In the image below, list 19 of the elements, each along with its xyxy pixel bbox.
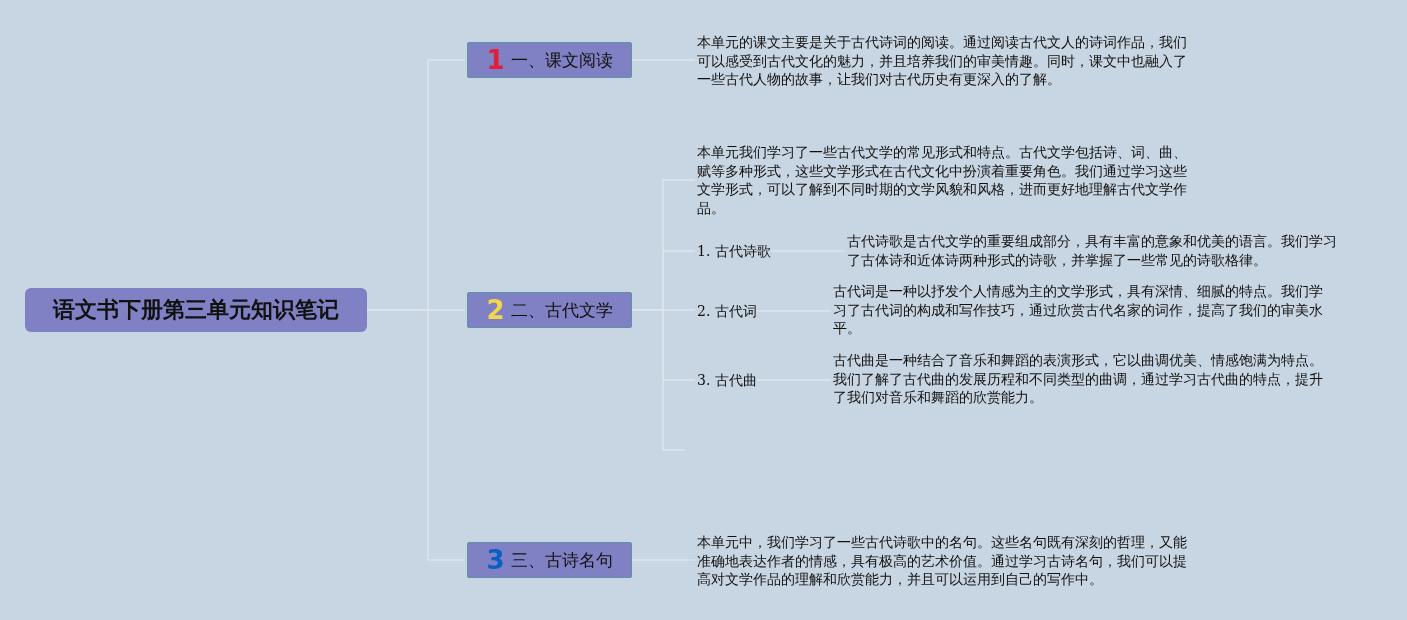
topic-box: [467, 42, 632, 78]
topic-box: [467, 542, 632, 578]
topic-label: 三、古诗名句: [510, 548, 613, 572]
note-text: 古代词是一种以抒发个人情感为主的文学形式，具有深情、细腻的特点。我们学习了古代词的构成和写作技巧，通过欣赏古代名家的词作，提高了我们的审美水平。: [833, 282, 1323, 338]
number-label: 3: [486, 545, 505, 575]
topic-box: [467, 292, 632, 328]
number-label: 2: [486, 295, 505, 325]
topic-label: 一、课文阅读: [510, 48, 613, 72]
subtopic-label: 2. 古代词: [697, 302, 757, 320]
subtopic-label: 3. 古代曲: [697, 371, 757, 389]
topic-label: 二、古代文学: [510, 298, 613, 322]
note-text: 本单元中，我们学习了一些古代诗歌中的名句。这些名句既有深刻的哲理，又能准确地表达作者的情感，具有极高的艺术价值。通过学习古诗名句，我们可以提高对文学作品的理解和欣赏能力，并且可以运用到自己的写作中。: [697, 533, 1192, 589]
note-text: 本单元我们学习了一些古代文学的常见形式和特点。古代文学包括诗、词、曲、赋等多种形式，这些文学形式在古代文化中扮演着重要角色。我们通过学习这些文学形式，可以了解到不同时期的文学风貌和风格，进而更好地理解古代文学作品。: [697, 143, 1192, 217]
note-text: 古代诗歌是古代文学的重要组成部分，具有丰富的意象和优美的语言。我们学习了古体诗和近体诗两种形式的诗歌，并掌握了一些常见的诗歌格律。: [847, 232, 1342, 269]
number-label: 1: [486, 45, 505, 75]
note-text: 本单元的课文主要是关于古代诗词的阅读。通过阅读古代文人的诗词作品，我们可以感受到古代文化的魅力，并且培养我们的审美情趣。同时，课文中也融入了一些古代人物的故事，让我们对古代历史有更深入的了解。: [697, 33, 1192, 89]
subtopic-label: 1. 古代诗歌: [697, 242, 771, 260]
note-text: 古代曲是一种结合了音乐和舞蹈的表演形式，它以曲调优美、情感饱满为特点。我们了解了古代曲的发展历程和不同类型的曲调，通过学习古代曲的特点，提升了我们对音乐和舞蹈的欣赏能力。: [833, 351, 1325, 407]
root-topic-box: 语文书下册第三单元知识笔记: [25, 288, 367, 332]
